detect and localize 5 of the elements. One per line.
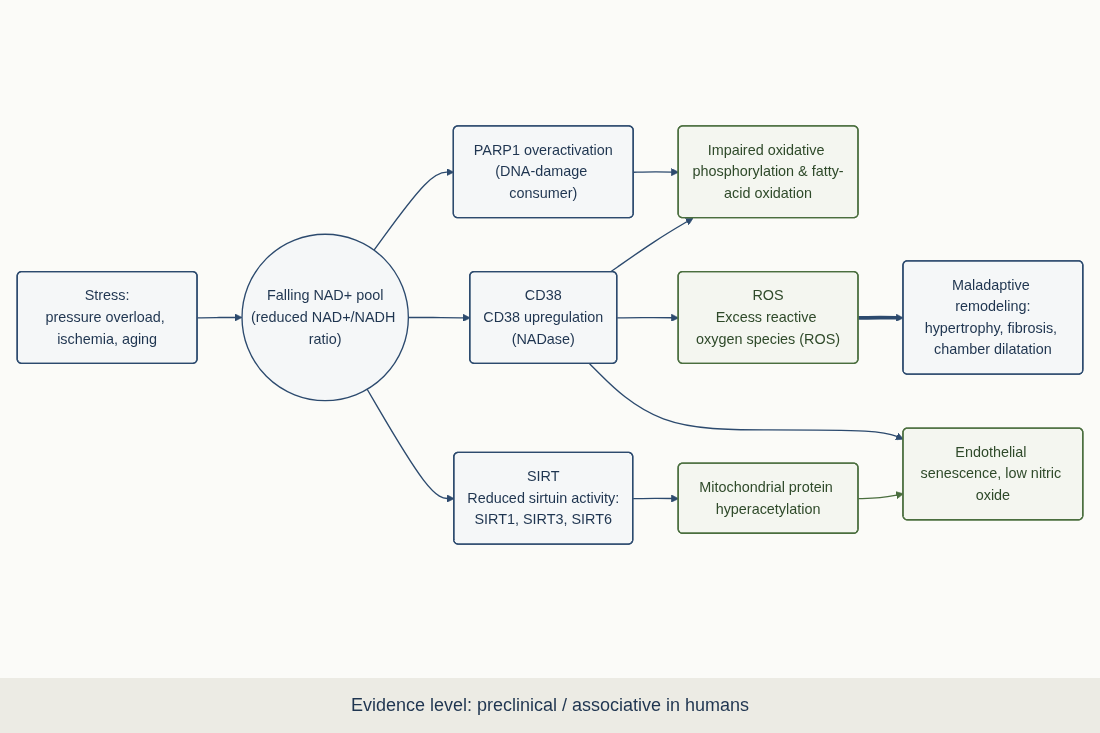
arrow	[616, 313, 679, 322]
arrow	[609, 217, 694, 273]
arrow	[632, 494, 679, 503]
caption: Evidence level: preclinical / associative in humans	[350, 695, 750, 716]
node-circle: Falling NAD+ pool (reduced NAD+/NADH ratio)	[241, 233, 410, 402]
